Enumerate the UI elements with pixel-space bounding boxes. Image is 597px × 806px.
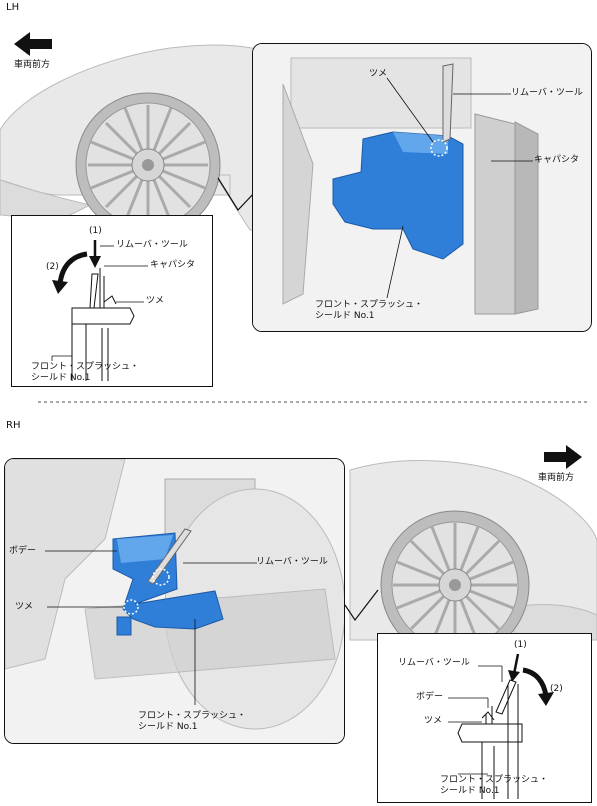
lh-splash-shield-callout: フロント・スプラッシュ・ シールド No.1 — [315, 300, 424, 321]
rh-detail-panel: ボデー リムーバ・ツール ツメ フロント・スプラッシュ・ シールド No.1 — [4, 458, 345, 744]
rh-body-callout: ボデー — [9, 546, 37, 556]
lh-inset-tsume: ツメ — [146, 296, 165, 306]
lh-tsume-callout: ツメ — [369, 69, 388, 79]
rh-detail-illustration — [5, 459, 344, 743]
lh-inset-schematic — [51, 240, 148, 381]
rh-inset-body: ボデー — [416, 692, 444, 702]
lh-inset-capacitor: キャパシタ — [150, 260, 196, 270]
rh-forward-arrow-icon — [544, 445, 582, 469]
rh-section-label: RH — [6, 420, 21, 431]
lh-detail-illustration — [253, 44, 591, 331]
rh-inset-diagram: (1) (2) リムーバ・ツール ボデー ツメ フロント・スプラッシュ・ シール… — [377, 633, 592, 803]
lh-inset-step2: (2) — [46, 262, 59, 272]
rh-inset-step2: (2) — [550, 684, 563, 694]
rh-inset-tsume: ツメ — [424, 716, 443, 726]
lh-forward-arrow-icon — [14, 32, 52, 56]
lh-inset-splash-shield: フロント・スプラッシュ・ シールド No.1 — [31, 362, 140, 383]
rh-direction-label: 車両前方 — [538, 473, 575, 483]
lh-inset-remover-tool: リムーバ・ツール — [116, 240, 188, 250]
lh-direction-label: 車両前方 — [14, 60, 51, 70]
rh-inset-step1: (1) — [514, 640, 527, 650]
lh-capacitor-callout: キャパシタ — [534, 155, 580, 165]
lh-section-label: LH — [6, 2, 20, 13]
rh-tsume-callout: ツメ — [15, 602, 34, 612]
lh-tsume-marker — [430, 139, 448, 157]
rh-inset-schematic — [448, 653, 554, 799]
lh-inset-step1: (1) — [89, 226, 102, 236]
lh-remover-tool-callout: リムーバ・ツール — [511, 88, 583, 98]
rh-inset-remover-tool: リムーバ・ツール — [398, 658, 470, 668]
rh-inset-splash-shield: フロント・スプラッシュ・ シールド No.1 — [440, 775, 549, 796]
lh-inset-diagram: (1) (2) リムーバ・ツール キャパシタ ツメ フロント・スプラッシュ・ シ… — [11, 215, 213, 387]
rh-tsume-marker — [123, 599, 139, 615]
lh-detail-panel: ツメ リムーバ・ツール キャパシタ フロント・スプラッシュ・ シールド No.1 — [252, 43, 592, 332]
rh-remover-tool-callout: リムーバ・ツール — [256, 557, 328, 567]
rh-splash-shield-callout: フロント・スプラッシュ・ シールド No.1 — [138, 711, 247, 732]
